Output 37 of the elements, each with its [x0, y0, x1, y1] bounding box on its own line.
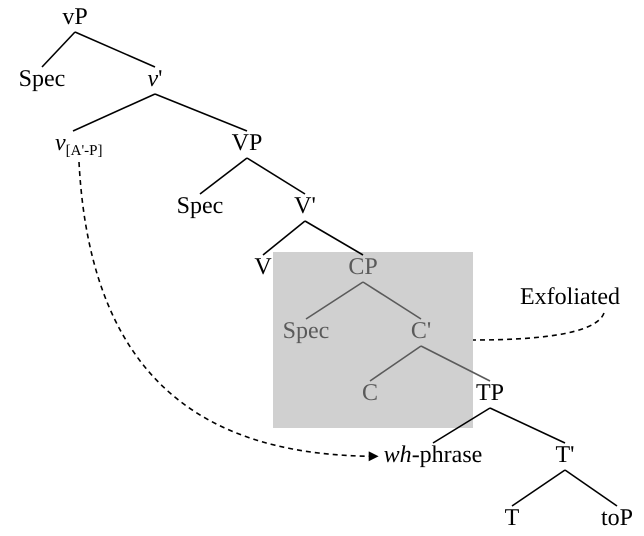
tree-node-label: CP [348, 254, 378, 280]
tree-branch [154, 93, 248, 132]
leader-line [473, 312, 605, 341]
tree-node-label: T [504, 505, 520, 531]
tree-node-label: VP [232, 130, 262, 156]
tree-branch [304, 220, 364, 256]
tree-node-label: V' [294, 193, 316, 219]
tree-branch [362, 281, 422, 320]
tree-branch [306, 281, 364, 320]
tree-branch [512, 469, 566, 507]
tree-branch [432, 407, 490, 444]
tree-node-label: Spec [18, 66, 66, 92]
tree-branch [564, 469, 618, 507]
tree-node-label: T' [556, 442, 574, 468]
tree-branch [420, 345, 490, 382]
tree-node-label: wh-phrase [384, 442, 482, 468]
tree-branch [246, 157, 306, 195]
tree-branch [370, 345, 422, 382]
tree-node-label: C [362, 380, 378, 406]
tree-node-label: C' [410, 318, 432, 344]
tree-branch [200, 157, 248, 195]
tree-node-label: Spec [282, 318, 330, 344]
tree-node-label: v$_{[A'-P]}$ [55, 130, 103, 156]
tree-node-label: toP [601, 505, 633, 531]
tree-branch [490, 407, 566, 444]
annotation-label: Exfoliated [520, 284, 620, 310]
highlight-box [273, 252, 473, 428]
tree-node-label: TP [476, 380, 504, 406]
tree-node-label: v' [148, 66, 162, 92]
tree-branch [262, 220, 306, 256]
tree-node-label: Spec [176, 193, 224, 219]
tree-node-label: V [254, 254, 272, 280]
tree-node-label: vP [62, 4, 88, 30]
tree-branch [74, 31, 156, 68]
tree-branch [72, 93, 156, 132]
movement-arrow [78, 162, 379, 461]
tree-branch [41, 31, 76, 68]
